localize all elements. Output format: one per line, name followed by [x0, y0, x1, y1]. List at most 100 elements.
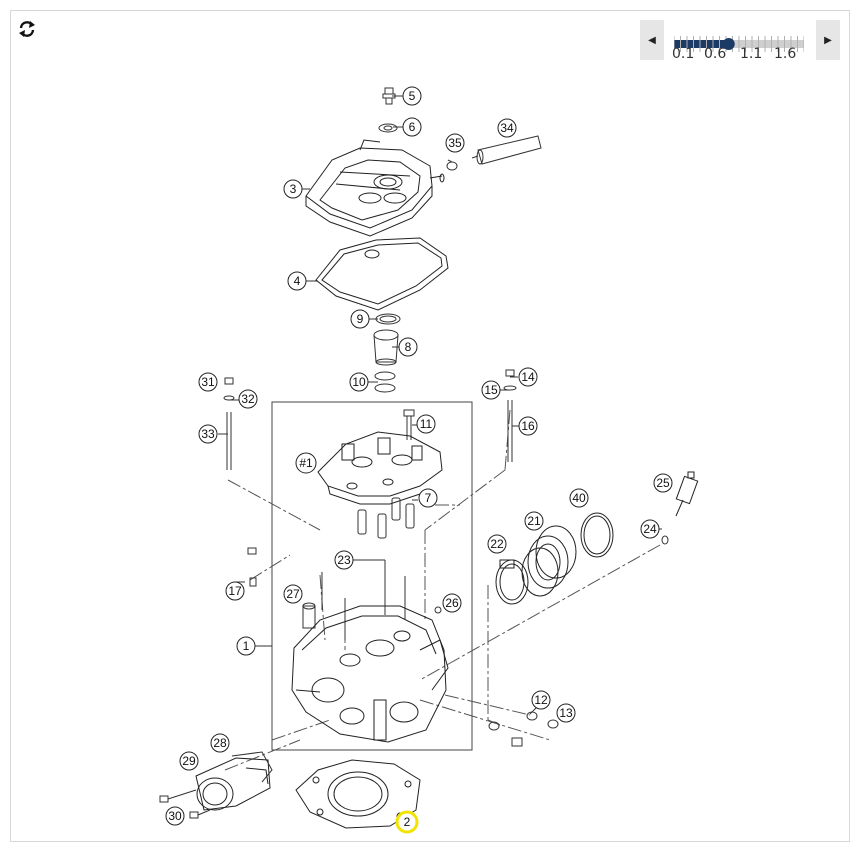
- refresh-icon[interactable]: [18, 20, 36, 38]
- zoom-label-0: 0.1: [672, 46, 695, 62]
- part-25-temperature-sensor: [675, 471, 699, 517]
- svg-text:24: 24: [643, 522, 657, 536]
- zoom-slider[interactable]: [674, 32, 804, 56]
- svg-text:7: 7: [425, 491, 432, 505]
- callout-17[interactable]: 17: [225, 581, 245, 601]
- callout-22[interactable]: 22: [487, 534, 507, 554]
- callout-6[interactable]: 6: [402, 117, 422, 137]
- svg-text:31: 31: [201, 375, 215, 389]
- callout-10[interactable]: 10: [349, 372, 369, 392]
- callout-23[interactable]: 23: [334, 550, 354, 570]
- svg-text:6: 6: [409, 120, 416, 134]
- svg-text:13: 13: [559, 706, 573, 720]
- svg-text:14: 14: [521, 370, 535, 384]
- svg-text:25: 25: [656, 476, 670, 490]
- svg-text:10: 10: [352, 375, 366, 389]
- svg-text:1: 1: [243, 639, 250, 653]
- callout-15[interactable]: 15: [481, 380, 501, 400]
- part-21-intake-boot: [521, 525, 577, 597]
- svg-text:22: 22: [490, 537, 504, 551]
- svg-text:21: 21: [527, 514, 541, 528]
- zoom-control: ◀ 0.1 0.6 1.1 1.6 ▶: [640, 20, 840, 62]
- part-12b-o-ring: [488, 721, 500, 731]
- svg-text:26: 26: [445, 596, 459, 610]
- part-3-valve-cover: [305, 139, 445, 237]
- callout-26[interactable]: 26: [442, 593, 462, 613]
- part-28-gasket: [231, 751, 273, 783]
- callout-12[interactable]: 12: [531, 690, 551, 710]
- zoom-label-1: 0.6: [704, 46, 727, 62]
- callout-40[interactable]: 40: [569, 488, 589, 508]
- part-13b-nut: [511, 737, 523, 747]
- svg-text:12: 12: [534, 693, 548, 707]
- callout-35[interactable]: 35: [445, 133, 465, 153]
- svg-text:2: 2: [404, 815, 411, 829]
- callout-27[interactable]: 27: [283, 584, 303, 604]
- callout-33[interactable]: 33: [198, 424, 218, 444]
- slider-thumb[interactable]: [722, 38, 735, 50]
- caret-left-icon: ◀: [648, 34, 656, 46]
- callout-14[interactable]: 14: [518, 367, 538, 387]
- part-7-valve-lifters: [357, 497, 415, 539]
- part-4-gasket: [315, 237, 449, 311]
- callout-16[interactable]: 16: [518, 416, 538, 436]
- callout-30[interactable]: 30: [165, 806, 185, 826]
- svg-text:16: 16: [521, 419, 535, 433]
- part-30-screws: [159, 789, 211, 819]
- svg-text:33: 33: [201, 427, 215, 441]
- callout-9[interactable]: 9: [350, 309, 370, 329]
- callout-2-highlighted[interactable]: 2: [395, 810, 419, 834]
- zoom-label-3: 1.6: [774, 46, 797, 62]
- svg-text:27: 27: [286, 587, 300, 601]
- svg-text:4: 4: [294, 274, 301, 288]
- callout-31[interactable]: 31: [198, 372, 218, 392]
- callout-g1[interactable]: #1: [295, 452, 317, 474]
- callout-32[interactable]: 32: [238, 389, 258, 409]
- callout-29[interactable]: 29: [179, 751, 199, 771]
- svg-text:9: 9: [357, 312, 364, 326]
- part-34-hose: [471, 135, 542, 165]
- part-10-o-ring: [374, 371, 396, 381]
- callout-28[interactable]: 28: [210, 733, 230, 753]
- svg-text:23: 23: [337, 553, 351, 567]
- svg-text:3: 3: [290, 182, 297, 196]
- part-33-stud: [226, 412, 232, 470]
- part-6-washer: [378, 123, 398, 133]
- caret-right-icon: ▶: [824, 34, 832, 46]
- slider-ticks: [674, 36, 804, 52]
- part-16-stud: [507, 400, 513, 462]
- zoom-out-button[interactable]: ◀: [640, 20, 664, 60]
- callout-21[interactable]: 21: [524, 511, 544, 531]
- svg-text:15: 15: [484, 383, 498, 397]
- part-31-nut: [224, 377, 234, 385]
- svg-text:40: 40: [572, 491, 586, 505]
- callout-34[interactable]: 34: [497, 118, 517, 138]
- svg-text:5: 5: [409, 89, 416, 103]
- part-1-cylinder-head: [291, 605, 449, 743]
- svg-text:28: 28: [213, 736, 227, 750]
- part-14-nut: [505, 369, 515, 377]
- callout-1[interactable]: 1: [236, 636, 256, 656]
- zoom-in-button[interactable]: ▶: [816, 20, 840, 60]
- callout-4[interactable]: 4: [287, 271, 307, 291]
- part-29-intake-flange: [195, 757, 271, 811]
- callout-13[interactable]: 13: [556, 703, 576, 723]
- callout-7[interactable]: 7: [418, 488, 438, 508]
- part-35-clamp: [446, 159, 458, 171]
- svg-text:32: 32: [241, 392, 255, 406]
- svg-text:34: 34: [500, 121, 514, 135]
- part-15-washer: [503, 385, 517, 391]
- cylinder-head-group-box: [271, 401, 473, 751]
- callout-25[interactable]: 25: [653, 473, 673, 493]
- callout-5[interactable]: 5: [402, 86, 422, 106]
- callout-3[interactable]: 3: [283, 179, 303, 199]
- part-24-washer: [661, 535, 669, 545]
- callout-11[interactable]: 11: [416, 414, 436, 434]
- svg-text:8: 8: [405, 340, 412, 354]
- callout-24[interactable]: 24: [640, 519, 660, 539]
- part-13-screw: [547, 719, 559, 729]
- part-5-bolt: [382, 87, 396, 105]
- part-2-head-gasket: [295, 759, 421, 829]
- callout-8[interactable]: 8: [398, 337, 418, 357]
